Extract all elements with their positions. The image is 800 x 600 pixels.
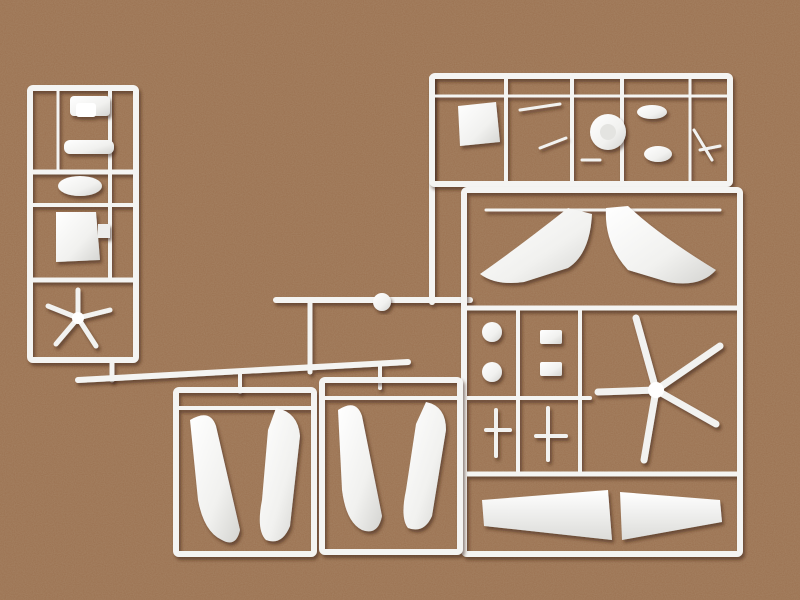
top-right-parts xyxy=(458,102,722,162)
bottom-mid-parts xyxy=(338,402,446,532)
part-fuselage-half-right xyxy=(605,206,716,284)
part-block-a xyxy=(540,330,562,344)
part-rotor-hub xyxy=(45,287,113,349)
part-panel xyxy=(56,212,100,262)
part-cabin-box xyxy=(458,102,500,146)
part-wing-right xyxy=(620,492,722,540)
runner-gate-disc xyxy=(373,293,391,311)
part-wheel-a xyxy=(482,322,502,342)
bottom-left-sprue xyxy=(173,387,317,557)
part-small-body xyxy=(76,103,96,117)
part-block-b xyxy=(540,362,562,376)
part-pod xyxy=(58,176,102,196)
part-shaft xyxy=(64,140,114,154)
part-float-a xyxy=(190,415,240,543)
part-wheel-b xyxy=(482,362,502,382)
right-big-sprue xyxy=(461,187,743,557)
part-float-d xyxy=(403,402,446,530)
part-wing-left xyxy=(482,490,612,540)
bottom-mid-sprue xyxy=(319,377,463,555)
left-sprue-parts xyxy=(45,96,114,349)
left-sprue xyxy=(27,85,139,383)
part-small-pod xyxy=(637,105,667,119)
part-canister xyxy=(644,146,672,162)
part-float-b xyxy=(259,408,300,542)
part-main-rotor xyxy=(594,314,724,464)
part-float-c xyxy=(338,405,382,532)
part-fuselage-half-left xyxy=(480,208,592,283)
bottom-left-parts xyxy=(190,408,300,543)
top-right-sprue xyxy=(429,73,733,187)
right-big-parts xyxy=(480,206,724,540)
